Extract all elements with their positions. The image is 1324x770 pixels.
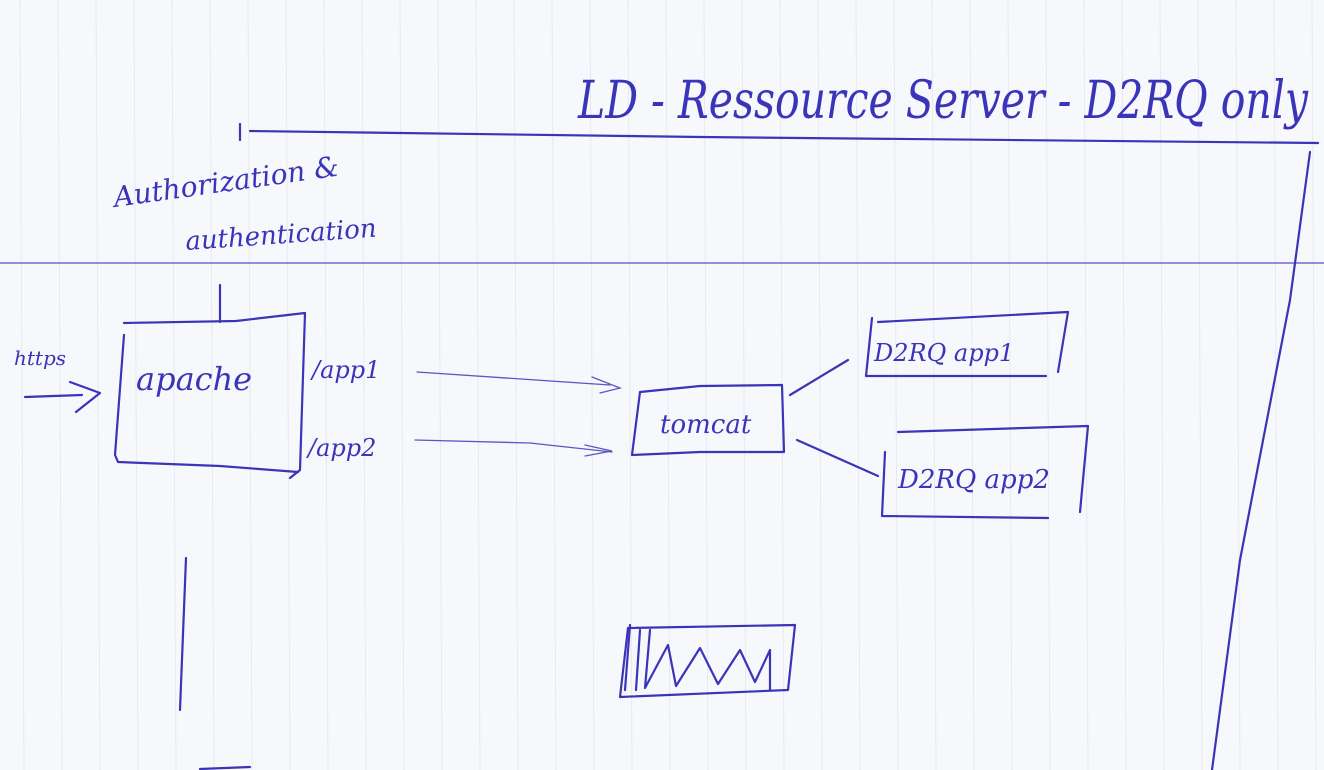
- https-label: https: [14, 346, 66, 370]
- ruling-line: [1311, 0, 1317, 770]
- ruling-line: [589, 0, 595, 770]
- auth-label-2: authentication: [184, 214, 377, 257]
- ruling-line: [1159, 0, 1165, 770]
- ruling-line: [893, 0, 899, 770]
- ruling-line: [665, 0, 671, 770]
- ruling-line: [1083, 0, 1089, 770]
- https-arrow-icon: [23, 380, 102, 414]
- diagram-title: LD - Ressource Server - D2RQ only: [577, 71, 1308, 131]
- scribble-box: [618, 623, 797, 699]
- ruling-line: [475, 0, 481, 770]
- arrow-app2-icon: [414, 439, 613, 457]
- ruling-line: [361, 0, 367, 770]
- ruling-line: [171, 0, 177, 770]
- link-tomcat-app2: [795, 438, 880, 478]
- ruling-line: [323, 0, 329, 770]
- tomcat-box: tomcat: [630, 383, 786, 457]
- apache-label: apache: [136, 360, 252, 398]
- apache-box: apache: [113, 311, 307, 480]
- ruling-line: [1235, 0, 1241, 770]
- ruling-line: [1045, 0, 1051, 770]
- ruling-line: [627, 0, 633, 770]
- tomcat-label: tomcat: [660, 410, 752, 440]
- ruling-line: [95, 0, 101, 770]
- ruling-line: [931, 0, 937, 770]
- paper-ruling: [19, 0, 1317, 770]
- bottom-stroke: [198, 765, 252, 770]
- server-boundary-top: [248, 129, 1320, 145]
- d2rq-app2-label: D2RQ app2: [897, 465, 1050, 495]
- ruling-line: [1273, 0, 1279, 770]
- ruling-line: [209, 0, 215, 770]
- ruling-line: [285, 0, 291, 770]
- ruling-line: [817, 0, 823, 770]
- route-app1-label: /app1: [310, 356, 380, 384]
- ruling-line: [19, 0, 25, 770]
- ruling-line: [437, 0, 443, 770]
- d2rq-app2-box: D2RQ app2: [880, 424, 1090, 520]
- arrow-app1-icon: [416, 371, 623, 394]
- ruling-line: [513, 0, 519, 770]
- route-app2-label: /app2: [306, 434, 376, 462]
- auth-label-1: Authorization &: [108, 150, 340, 215]
- ruling-line: [57, 0, 63, 770]
- ruling-line: [133, 0, 139, 770]
- d2rq-app1-box: D2RQ app1: [864, 310, 1070, 378]
- server-boundary-right: [1210, 150, 1312, 770]
- ruling-line: [1121, 0, 1127, 770]
- ruling-line: [855, 0, 861, 770]
- ruling-line: [1007, 0, 1013, 770]
- ruling-line: [1197, 0, 1203, 770]
- d2rq-app1-label: D2RQ app1: [873, 339, 1014, 367]
- ruling-line: [247, 0, 253, 770]
- link-tomcat-app1: [788, 358, 850, 397]
- ruling-line: [969, 0, 975, 770]
- ruling-line: [399, 0, 405, 770]
- ruling-line: [551, 0, 557, 770]
- side-line: [178, 556, 188, 712]
